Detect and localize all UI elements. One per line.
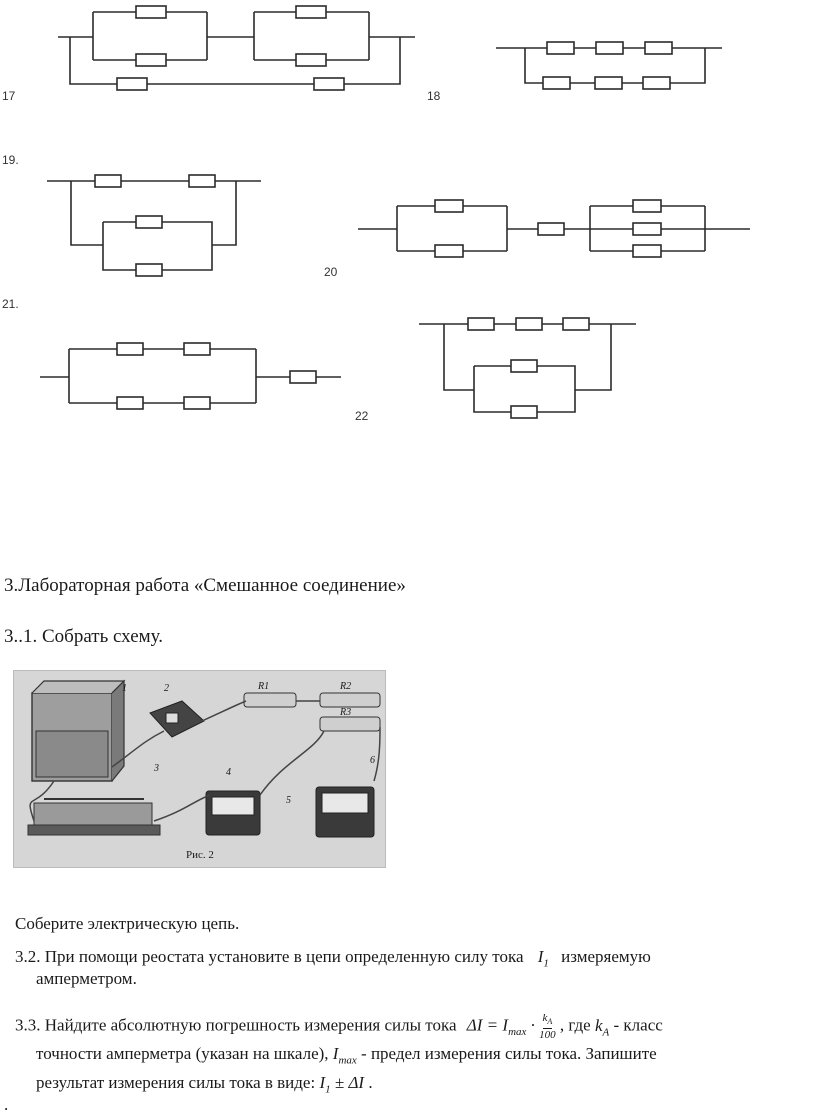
resistor-label-r1: R1 <box>258 681 270 692</box>
resistor-label-r2: R2 <box>340 681 352 692</box>
figure-number-21: 21. <box>2 297 19 311</box>
step-3-3-class: - класс <box>613 1015 663 1035</box>
figure-number-18: 18 <box>427 89 441 103</box>
step-3-3-text: 3.3. Найдите абсолютную погрешность изме… <box>15 1015 457 1035</box>
figure-number-22: 22 <box>355 409 369 423</box>
step-3-2-continuation: амперметром. <box>36 969 137 988</box>
step-3-2-text: 3.2. При помощи реостата установите в це… <box>15 947 524 966</box>
result-expression: I1 ± ΔI <box>319 1073 365 1096</box>
imax-symbol: Imax <box>332 1044 357 1067</box>
lab-setup-photo: 1 2 3 4 5 6 R1 R2 R3 Рис. 2 <box>13 670 386 868</box>
step-3-3-limit: - предел измерения силы тока. Запишите <box>361 1044 657 1063</box>
callout-2: 2 <box>164 683 169 694</box>
step-3-3-accuracy: точности амперметра (указан на шкале), <box>36 1044 329 1063</box>
footer-dot: . <box>4 1095 9 1114</box>
figure-number-19: 19. <box>2 153 19 167</box>
error-formula: ΔI = Imax · kA 100 <box>466 1012 556 1042</box>
step-3-3-where: , где <box>559 1015 591 1035</box>
photo-caption: Рис. 2 <box>186 849 214 861</box>
circuit-21 <box>40 342 341 410</box>
step-3-2: 3.2. При помощи реостата установите в це… <box>15 946 651 974</box>
circuit-19 <box>47 174 261 277</box>
step-3-2-tail: измеряемую <box>561 947 651 966</box>
accuracy-class-symbol: kA <box>594 1015 610 1038</box>
circuit-17 <box>58 5 415 91</box>
step-3-3-line2: точности амперметра (указан на шкале), I… <box>36 1043 657 1071</box>
step-3-3-line1: 3.3. Найдите абсолютную погрешность изме… <box>15 1012 663 1043</box>
callout-3: 3 <box>154 763 159 774</box>
circuit-22 <box>419 317 636 419</box>
section-heading: 3.Лабораторная работа «Смешанное соедине… <box>4 575 406 596</box>
figure-number-20: 20 <box>324 265 338 279</box>
callout-5: 5 <box>286 795 291 806</box>
circuit-18 <box>496 41 722 90</box>
assemble-instruction: Соберите электрическую цепь. <box>15 914 240 933</box>
step-3-3-period: . <box>368 1073 373 1092</box>
circuit-diagrams <box>40 5 750 419</box>
resistor-label-r3: R3 <box>340 707 352 718</box>
callout-6: 6 <box>370 755 375 766</box>
step-3-3-record: результат измерения силы тока в виде: <box>36 1073 316 1092</box>
current-symbol-i1: I1 <box>537 947 549 970</box>
callout-4: 4 <box>226 767 231 778</box>
step-3-3-line3: результат измерения силы тока в виде: I1… <box>36 1072 373 1100</box>
circuit-20 <box>358 199 750 258</box>
lab-setup-illustration <box>27 679 381 838</box>
callout-1: 1 <box>122 683 127 694</box>
figure-number-17: 17 <box>2 89 16 103</box>
step-heading: 3..1. Собрать схему. <box>4 626 164 647</box>
